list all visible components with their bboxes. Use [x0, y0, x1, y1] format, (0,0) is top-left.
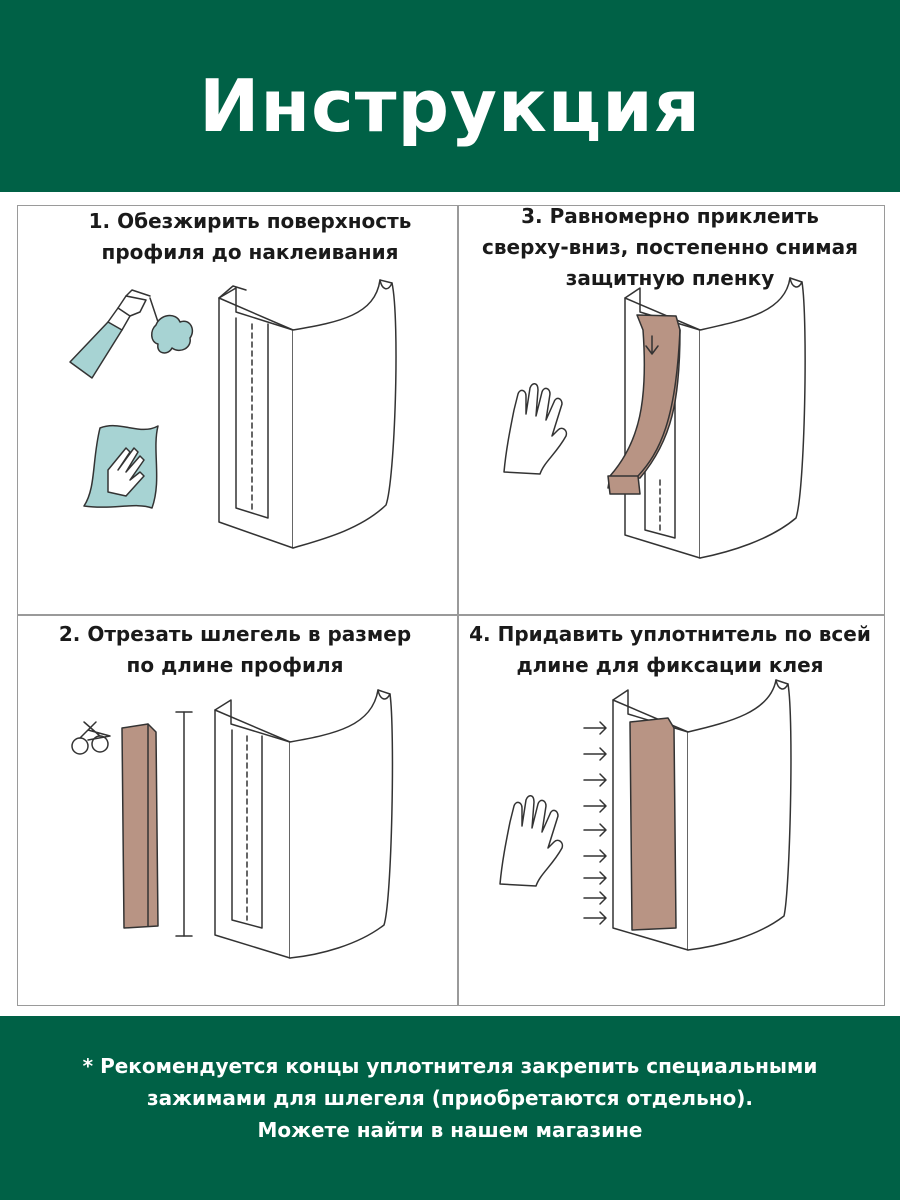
step-4-caption: 4. Придавить уплотнитель по всей длине д… [460, 619, 880, 681]
footer-line-3: Можете найти в нашем магазине [257, 1118, 643, 1142]
cloth-hand-icon [83, 424, 159, 509]
header-banner: Инструкция [0, 0, 900, 192]
step-4-line-1: 4. Придавить уплотнитель по всей [469, 622, 871, 646]
step-3-caption: 3. Равномерно приклеить сверху-вниз, пос… [460, 201, 880, 294]
door-profile-illustration-step2 [214, 689, 394, 959]
step-2-caption: 2. Отрезать шлегель в размер по длине пр… [30, 619, 440, 681]
step-1-caption: 1. Обезжирить поверхность профиля до нак… [40, 206, 460, 268]
down-arrow-icon [645, 335, 659, 355]
seal-strip-cut [121, 723, 159, 929]
footer-line-1: * Рекомендуется концы уплотнителя закреп… [82, 1054, 818, 1078]
hand-icon [503, 383, 568, 475]
step-1-line-2: профиля до наклеивания [101, 240, 399, 264]
footer-note: * Рекомендуется концы уплотнителя закреп… [0, 1050, 900, 1146]
footer-banner: * Рекомендуется концы уплотнителя закреп… [0, 1016, 900, 1200]
grid-divider-horizontal [17, 614, 885, 616]
step-3-line-2: сверху-вниз, постепенно снимая [482, 235, 858, 259]
spray-bottle-icon [69, 289, 194, 379]
footer-line-2: зажимами для шлегеля (приобретаются отде… [146, 1086, 754, 1110]
hand-icon-step4 [499, 795, 564, 887]
instruction-grid [17, 205, 885, 1006]
page-title: Инструкция [199, 64, 701, 148]
step-2-line-2: по длине профиля [126, 653, 344, 677]
step-4-line-2: длине для фиксации клея [516, 653, 824, 677]
door-profile-illustration-step3 [607, 277, 806, 559]
measure-line-icon [175, 711, 193, 937]
press-arrow-icon [583, 721, 607, 925]
step-3-line-3: защитную пленку [565, 266, 775, 290]
scissors-icon [71, 721, 111, 755]
grid-divider-vertical [457, 205, 459, 1006]
step-2-line-1: 2. Отрезать шлегель в размер [58, 622, 412, 646]
step-1-line-1: 1. Обезжирить поверхность [88, 209, 412, 233]
door-profile-illustration-step4 [612, 679, 792, 951]
door-profile-illustration [218, 279, 397, 549]
step-3-line-1: 3. Равномерно приклеить [521, 204, 819, 228]
